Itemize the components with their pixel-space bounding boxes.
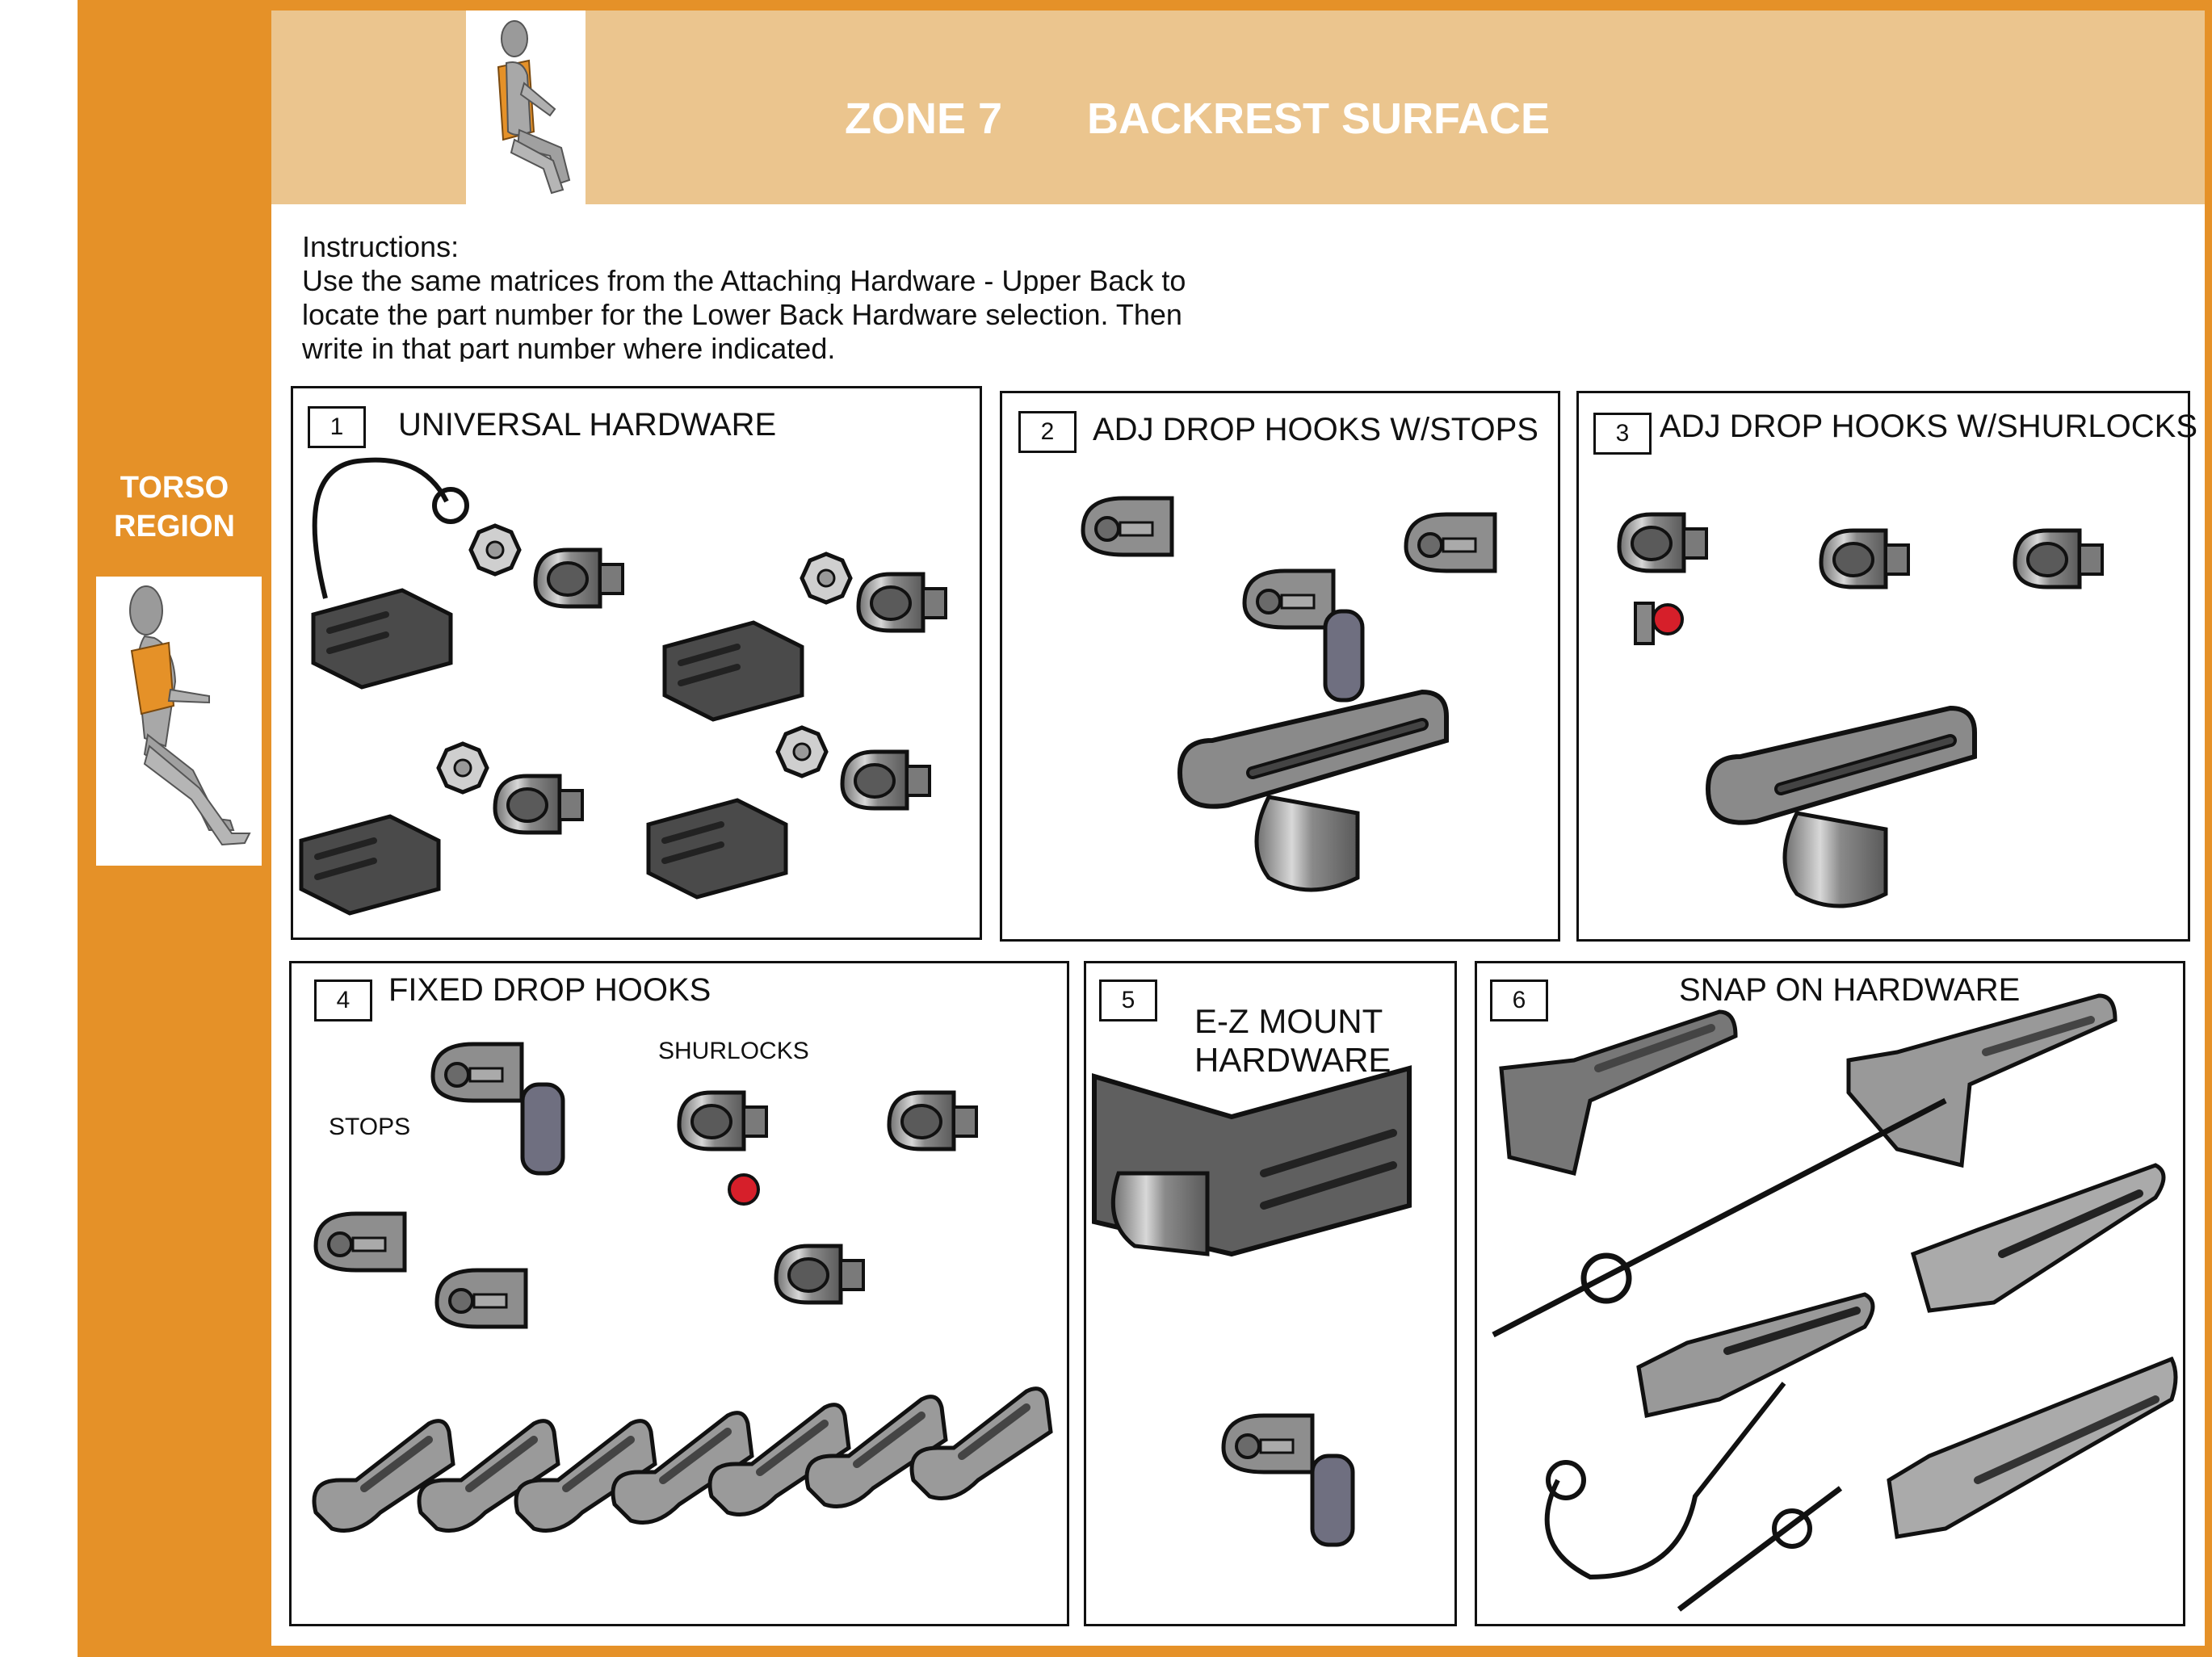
region-title-line1: TORSO [120,471,229,505]
snap-on-hardware-illustration [1492,993,2178,1612]
panel-snap-on-hardware: 6 SNAP ON HARDWARE [1475,961,2185,1626]
seated-figure-torso-image [96,577,262,866]
stops-label: STOPS [329,1114,411,1140]
zone-number-title: ZONE 7 [845,94,1003,143]
universal-hardware-illustration [293,457,984,942]
panel-adj-drop-hooks-shurlocks: 3 ADJ DROP HOOKS W/SHURLOCKS [1576,391,2197,942]
instructions-line-1: Use the same matrices from the Attaching… [302,265,1186,294]
panel-number: 3 [1593,413,1652,455]
adj-drop-hooks-shurlocks-illustration [1579,393,2193,908]
panel-title: SNAP ON HARDWARE [1679,972,2021,1008]
panel-title-line1: E-Z MOUNT [1194,1002,1383,1040]
bottom-orange-bar [271,1646,2212,1657]
region-title: TORSO REGION [89,468,260,546]
top-orange-bar [271,0,2212,10]
panel-number: 4 [314,980,372,1021]
instructions-line-2: locate the part number for the Lower Bac… [302,299,1182,328]
seated-figure-backrest-image [466,10,586,204]
adj-drop-hooks-stops-illustration [1002,393,1563,892]
panel-title: E-Z MOUNT HARDWARE [1194,1002,1391,1080]
panel-number: 5 [1099,980,1157,1021]
panel-universal-hardware: 1 UNIVERSAL HARDWARE [291,386,982,940]
ez-mount-illustration [1092,1065,1412,1547]
right-orange-bar [2205,0,2212,1657]
panel-title: FIXED DROP HOOKS [388,972,711,1008]
panel-title: ADJ DROP HOOKS W/STOPS [1093,412,1538,447]
panel-adj-drop-hooks-stops: 2 ADJ DROP HOOKS W/STOPS [1000,391,1560,942]
shurlocks-label: SHURLOCKS [658,1038,809,1064]
panel-number: 6 [1490,980,1548,1021]
zone-name-title: BACKREST SURFACE [1087,94,1551,143]
instructions-line-3: write in that part number where indicate… [302,333,836,362]
panel-title: UNIVERSAL HARDWARE [398,407,777,443]
panel-number: 2 [1018,411,1077,453]
instructions-heading: Instructions: [302,231,460,263]
fixed-drop-hooks-illustration [292,963,1072,1629]
region-title-line2: REGION [114,510,235,543]
header-band [271,10,2205,204]
panel-title-line2: HARDWARE [1194,1041,1391,1079]
panel-title: ADJ DROP HOOKS W/SHURLOCKS [1660,409,2198,444]
panel-ez-mount-hardware: 5 E-Z MOUNT HARDWARE [1084,961,1457,1626]
panel-number: 1 [308,406,366,448]
panel-fixed-drop-hooks: 4 FIXED DROP HOOKS STOPS SHURLOCKS [289,961,1069,1626]
